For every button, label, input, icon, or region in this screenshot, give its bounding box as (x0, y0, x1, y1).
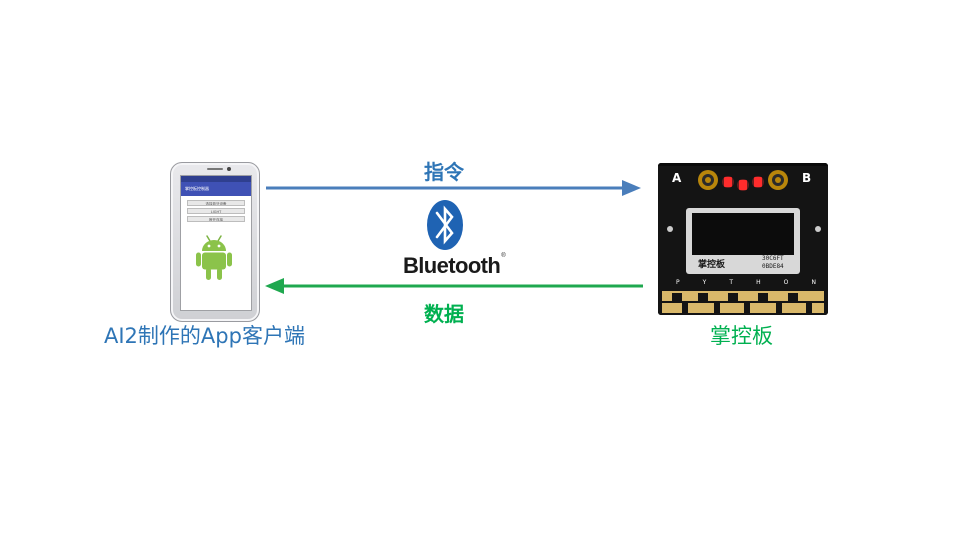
bluetooth-text: Bluetooth (403, 253, 501, 278)
data-label: 数据 (424, 302, 464, 326)
pin-label: H (756, 279, 761, 286)
board-pin-labels: P Y T H O N (676, 279, 816, 286)
phone-device: 掌控板控制器 选择蓝牙设备 LIGHT 断开连接 (170, 162, 260, 322)
pin-label: Y (702, 279, 707, 286)
board-graphic (658, 163, 828, 315)
phone-speaker (207, 168, 223, 170)
board-label: 掌控板 (710, 324, 773, 348)
app-light-button[interactable]: LIGHT (187, 208, 245, 214)
data-arrow (265, 278, 643, 294)
board-button-a-label: A (672, 171, 682, 185)
app-connect-button[interactable]: 选择蓝牙设备 (187, 200, 245, 206)
android-icon (196, 235, 232, 280)
client-label: AI2制作的App客户端 (104, 324, 305, 348)
board-chip-text-2: 0BDE84 (762, 263, 784, 270)
phone-status-bar (181, 176, 251, 182)
board-chip-text-1: 30C6FT (762, 255, 784, 262)
pin-label: P (676, 279, 680, 286)
command-label: 指令 (424, 160, 464, 184)
command-arrow (266, 180, 641, 196)
board-button-b-label: B (802, 171, 812, 185)
phone-camera (227, 167, 231, 171)
app-title-bar: 掌控板控制器 (181, 182, 251, 196)
control-board: A B 掌控板 30C6FT 0BDE84 P Y T H O N (658, 163, 828, 315)
app-disconnect-button[interactable]: 断开连接 (187, 216, 245, 222)
bluetooth-icon (427, 200, 463, 250)
pin-label: T (729, 279, 734, 286)
pin-label: N (811, 279, 816, 286)
board-brand-label: 掌控板 (698, 260, 726, 270)
pin-label: O (783, 279, 789, 286)
registered-mark: ® (501, 253, 506, 259)
bluetooth-wordmark: Bluetooth® (403, 253, 506, 279)
